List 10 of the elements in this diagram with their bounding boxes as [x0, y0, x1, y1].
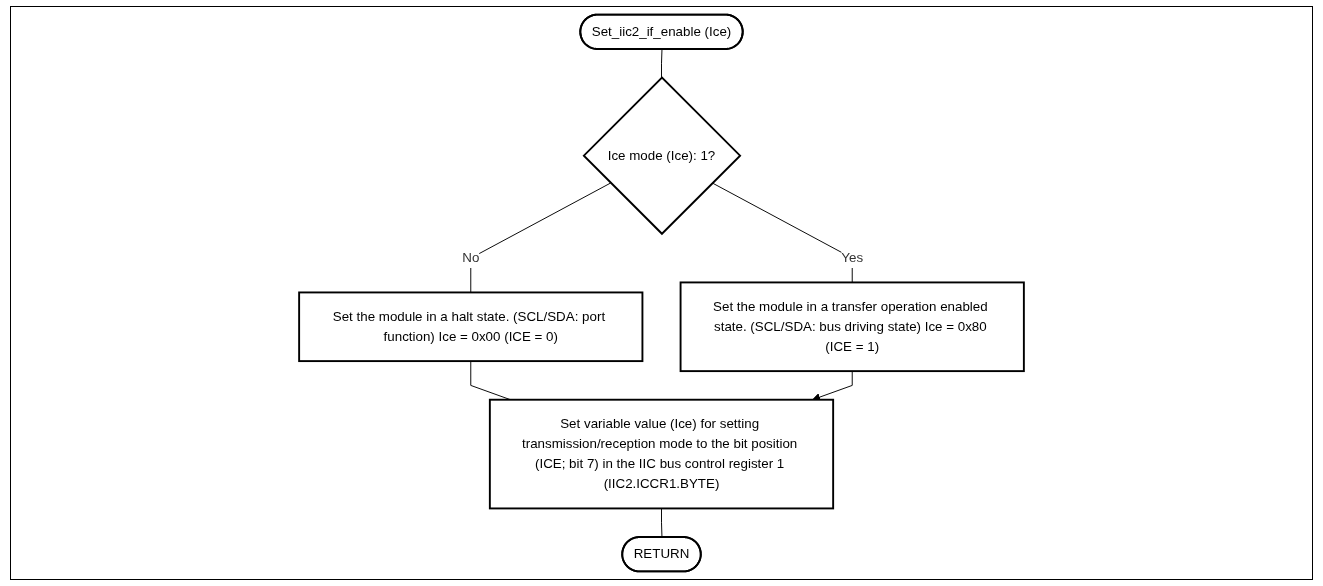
node-box: Set variable value (Ice) for setting transmission/reception mode to the bit position (ICE; bit 7) in the IIC bus control register 1 (IIC2.ICCR1.BYTE) [488, 398, 835, 510]
node-diamond: Ice mode (Ice): 1? [582, 76, 742, 236]
connector [661, 48, 663, 79]
connector [470, 182, 612, 293]
connector [711, 182, 853, 283]
edge-label: Yes [841, 250, 864, 266]
node-box: Set the module in a transfer operation enabled state. (SCL/SDA: bus driving state) Ice = 0x80 (ICE = 1) [679, 281, 1025, 373]
node-box: Set the module in a halt state. (SCL/SDA: port function) Ice = 0x00 (ICE = 0) [298, 291, 644, 363]
connector [661, 507, 663, 538]
edge-label: No [462, 250, 480, 266]
